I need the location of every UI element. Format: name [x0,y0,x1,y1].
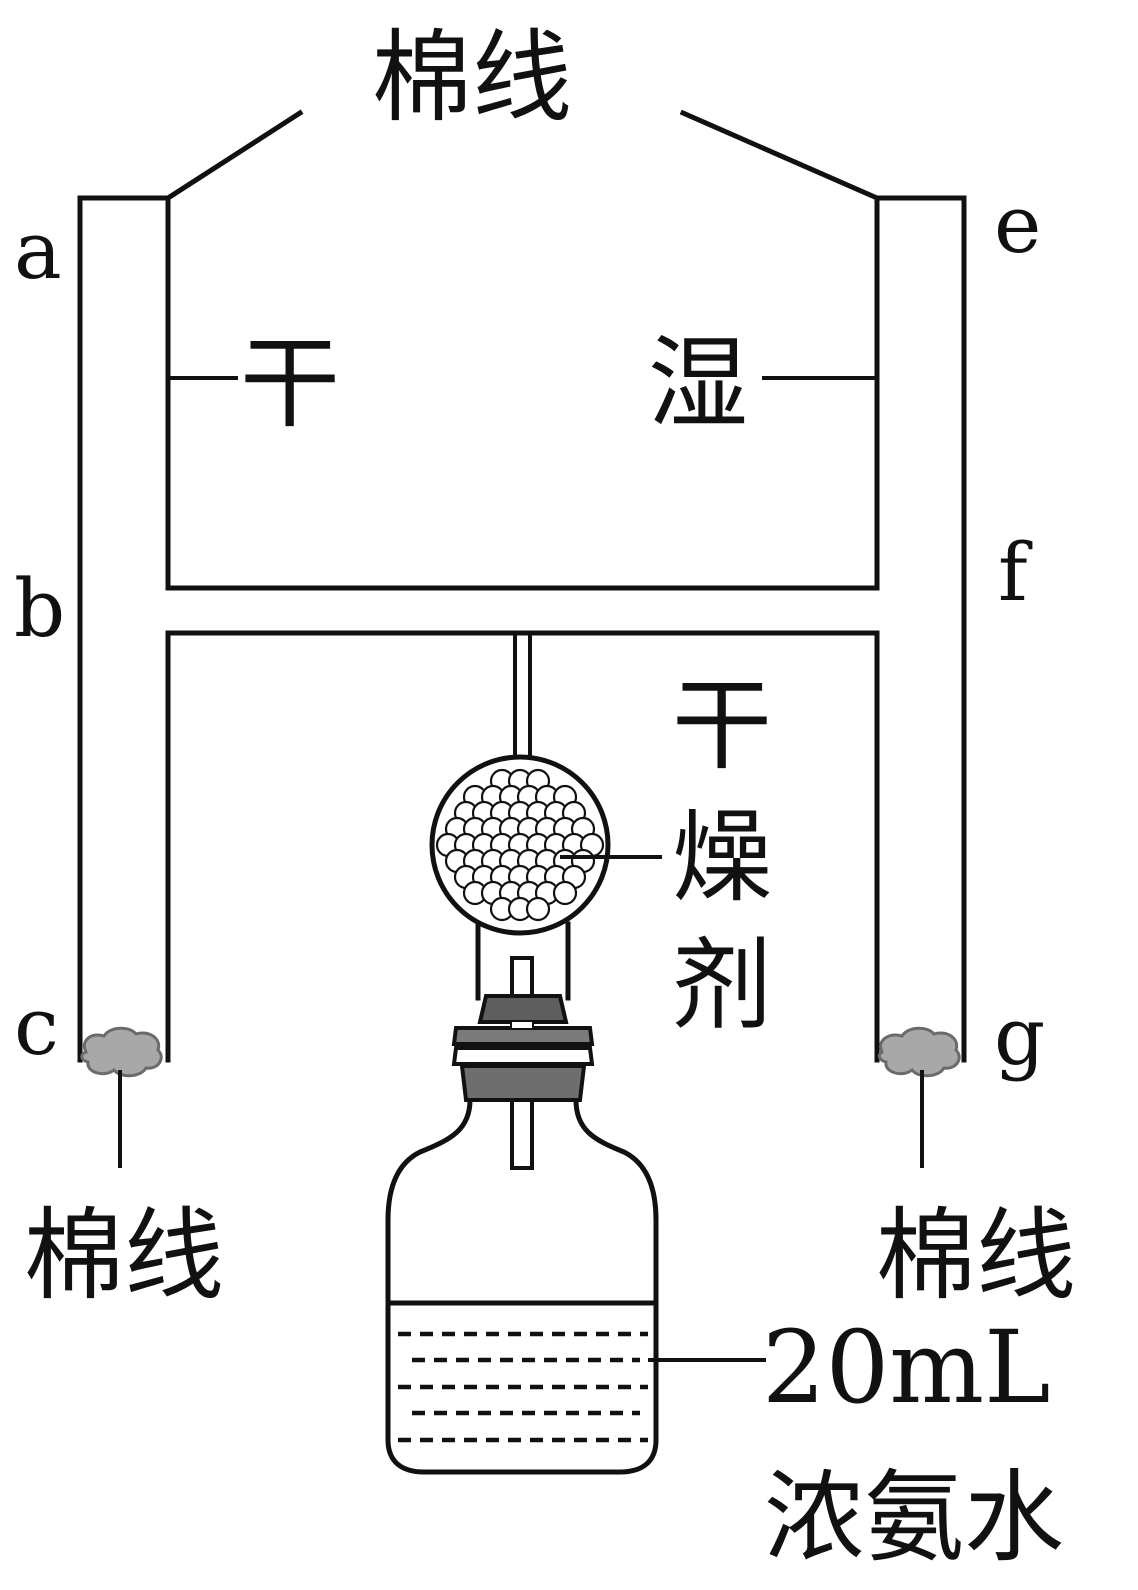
bottle-stopper-body [459,1064,587,1102]
desiccant-label-char-1: 干 [672,667,772,784]
cotton-plug-right [877,1026,961,1168]
drying-tube [429,633,662,1001]
bottle-stopper-ring-2 [451,1046,595,1066]
connector-gap-fill [512,1022,532,1028]
point-e-label: e [994,178,1041,271]
cotton-plug-right-shape [877,1026,961,1078]
solution-label: 浓氨水 [764,1459,1064,1576]
cotton-thread-top [164,109,881,202]
wet-strip-label: 湿 [648,325,748,442]
point-a-label: a [14,204,62,297]
cotton-top-label: 棉线 [372,19,572,136]
top-thread-left-segment [164,109,304,202]
volume-label: 20mL [762,1309,1050,1426]
rubber-stoppers [451,994,595,1102]
bottle-outline [385,1099,659,1475]
point-g-label: g [994,990,1045,1083]
cotton-plug-left-shape [80,1026,163,1078]
point-b-label: b [14,562,65,655]
cotton-left-label: 棉线 [24,1197,224,1314]
bottle-stopper-ring-1 [451,1026,595,1046]
drying-tube-stopper [477,994,569,1024]
desiccant-bead [552,880,578,906]
dry-strip-label: 干 [240,325,340,442]
desiccant-beads [435,768,605,922]
cotton-right-label: 棉线 [876,1197,1076,1314]
cotton-plug-left [80,1026,163,1168]
desiccant-label-char-3: 剂 [672,927,772,1044]
top-thread-right-segment [679,109,881,202]
reagent-bottle [385,1099,766,1475]
point-f-label: f [998,526,1033,619]
glass-tube-frame [77,195,967,1063]
desiccant-bead [525,896,551,922]
desiccant-label-char-2: 燥 [672,799,772,916]
point-c-label: c [14,980,59,1073]
